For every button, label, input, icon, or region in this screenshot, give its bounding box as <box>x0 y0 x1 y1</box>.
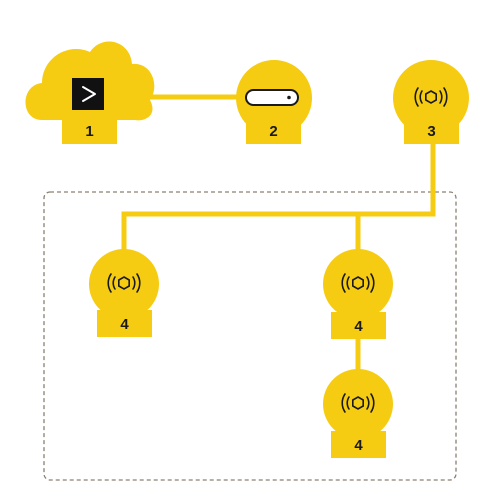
access-point-left-circle <box>89 249 159 319</box>
node-label-4-middle: 4 <box>354 318 363 335</box>
access-point-bottom-node[interactable]: 4 <box>323 369 393 458</box>
access-point-main-node[interactable]: 3 <box>393 60 469 144</box>
badge-4-middle <box>331 312 386 339</box>
access-point-middle-circle <box>323 249 393 319</box>
node-label-4-left: 4 <box>120 316 129 333</box>
router-device-icon <box>245 89 299 106</box>
access-point-bottom-circle <box>323 369 393 439</box>
router-node[interactable]: 2 <box>236 60 312 144</box>
badge-3 <box>404 117 459 144</box>
node-label-1: 1 <box>85 123 93 140</box>
terminal-prompt-icon <box>72 78 104 110</box>
cloud-node[interactable]: 1 <box>25 41 155 144</box>
node-label-4-bottom: 4 <box>354 437 363 454</box>
connection-lines <box>121 94 436 372</box>
terminal-chevron <box>82 86 96 102</box>
badge-2 <box>246 117 301 144</box>
access-point-middle-node[interactable]: 4 <box>323 249 393 339</box>
badge-1 <box>62 117 117 144</box>
local-network-boundary <box>43 191 457 481</box>
badge-4-left <box>97 310 152 337</box>
node-label-2: 2 <box>269 123 277 140</box>
node-label-3: 3 <box>427 123 435 140</box>
router-led-icon <box>287 95 291 100</box>
badge-4-bottom <box>331 431 386 458</box>
link-ap-to-mesh <box>121 140 436 250</box>
access-point-left-node[interactable]: 4 <box>89 249 159 337</box>
